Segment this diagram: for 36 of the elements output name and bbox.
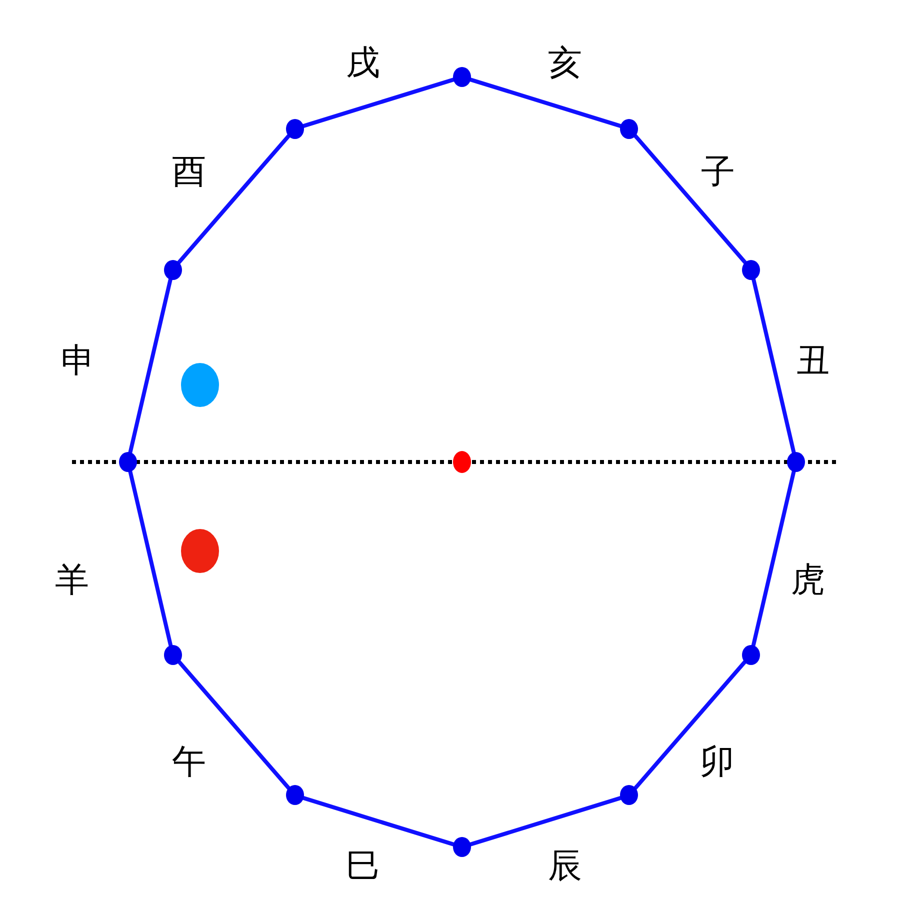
vertex-dot [620, 118, 638, 139]
polygon-side [468, 78, 622, 128]
branch-label: 卯 [700, 745, 734, 779]
polygon-side [752, 277, 796, 454]
polygon-side [302, 78, 456, 128]
vertex-dot [787, 452, 805, 472]
branch-label: 酉 [172, 155, 206, 189]
polygon-side [177, 660, 291, 790]
center-dot [453, 451, 471, 473]
polygon-side [633, 134, 747, 264]
polygon-side [633, 660, 747, 790]
branch-label: 羊 [55, 563, 89, 597]
branch-label: 辰 [548, 849, 582, 883]
vertex-dot [164, 260, 182, 280]
polygon-side [177, 134, 291, 264]
vertex-dot [286, 785, 304, 806]
vertex-dot [164, 644, 182, 664]
branch-label: 虎 [791, 563, 825, 597]
polygon-side [752, 470, 796, 647]
vertex-dot [742, 260, 760, 280]
polygon-side [128, 277, 172, 454]
large-dot [181, 363, 219, 407]
branch-label: 亥 [548, 46, 582, 80]
branch-label: 午 [172, 745, 206, 779]
large-dot [181, 529, 219, 573]
vertex-dot [119, 452, 137, 472]
vertex-dot [286, 118, 304, 139]
vertex-dot [453, 837, 471, 857]
branch-label: 戌 [346, 46, 380, 80]
vertex-dot [453, 67, 471, 87]
vertex-dot [620, 785, 638, 806]
polygon-side [128, 470, 172, 647]
polygon-side [468, 796, 622, 846]
branch-label: 子 [701, 155, 735, 189]
polygon-side [302, 796, 456, 846]
vertex-dot [742, 644, 760, 664]
